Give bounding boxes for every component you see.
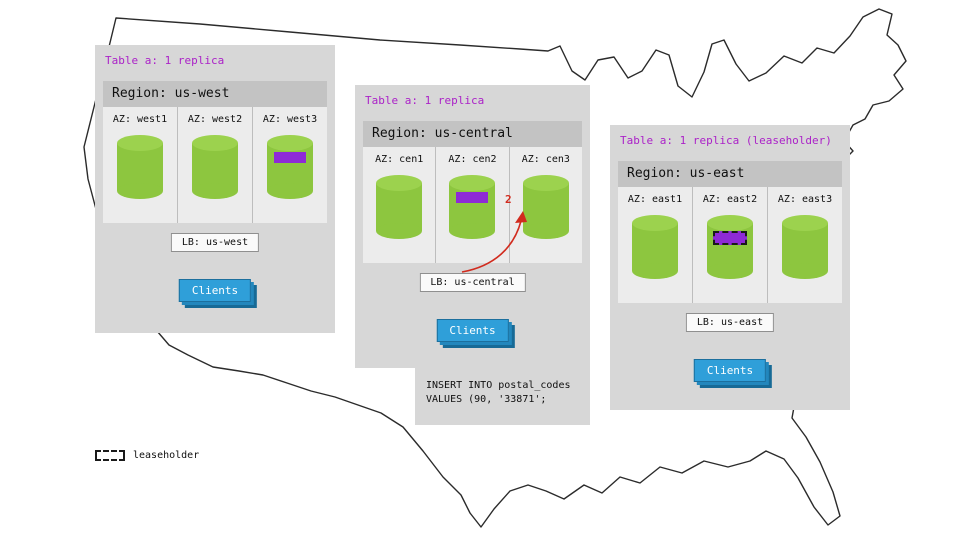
- clients-button-us-west[interactable]: Clients: [178, 279, 252, 302]
- database-cylinder: [707, 215, 753, 279]
- clients-button-us-central[interactable]: Clients: [436, 319, 509, 342]
- database-cylinder: [522, 175, 569, 239]
- sql-annotation: INSERT INTO postal_codes VALUES (90, '33…: [415, 368, 590, 425]
- table-replica-label: Table a: 1 replica: [365, 94, 485, 107]
- database-cylinder: [449, 175, 496, 239]
- az-label: AZ: east1: [627, 194, 683, 205]
- az-cen1: AZ: cen1: [363, 147, 437, 263]
- az-label: AZ: cen2: [448, 154, 497, 165]
- cylinder-top: [267, 135, 313, 151]
- arrow-step-number: 2: [505, 193, 512, 206]
- cylinder-bottom: [449, 223, 496, 239]
- az-label: AZ: east2: [702, 194, 758, 205]
- az-west1: AZ: west1: [103, 107, 178, 223]
- clients-button-us-east[interactable]: Clients: [693, 359, 767, 382]
- database-cylinder: [782, 215, 828, 279]
- sql-line-2: VALUES (90, '33871';: [426, 394, 547, 405]
- az-label: AZ: cen3: [521, 154, 570, 165]
- load-balancer-us-west: LB: us-west: [170, 233, 260, 252]
- cylinder-top: [117, 135, 163, 151]
- leaseholder-replica-band: [713, 231, 747, 245]
- cylinder-bottom: [632, 263, 678, 279]
- region-label: Region: us-central: [363, 121, 582, 147]
- az-label: AZ: west3: [262, 114, 318, 125]
- az-label: AZ: cen1: [375, 154, 424, 165]
- database-cylinder: [117, 135, 163, 199]
- cylinder-bottom: [522, 223, 569, 239]
- leaseholder-legend: leaseholder: [95, 450, 199, 461]
- cylinder-top: [522, 175, 569, 191]
- cylinder-top: [707, 215, 753, 231]
- az-east1: AZ: east1: [618, 187, 693, 303]
- panel-us-west: Table a: 1 replica Region: us-west AZ: w…: [95, 45, 335, 333]
- az-label: AZ: west2: [187, 114, 243, 125]
- az-area: AZ: east1 AZ: east2 AZ: east3: [618, 187, 842, 303]
- cylinder-bottom: [782, 263, 828, 279]
- az-cen3: AZ: cen3: [510, 147, 582, 263]
- load-balancer-us-east: LB: us-east: [685, 313, 775, 332]
- az-west3: AZ: west3: [253, 107, 327, 223]
- database-cylinder: [376, 175, 423, 239]
- az-area: AZ: west1 AZ: west2 AZ: west3: [103, 107, 327, 223]
- cylinder-bottom: [707, 263, 753, 279]
- cylinder-bottom: [192, 183, 238, 199]
- database-cylinder: [632, 215, 678, 279]
- cylinder-top: [632, 215, 678, 231]
- cylinder-top: [192, 135, 238, 151]
- cylinder-bottom: [376, 223, 423, 239]
- leaseholder-swatch: [95, 450, 125, 461]
- leaseholder-legend-label: leaseholder: [133, 450, 200, 461]
- database-cylinder: [267, 135, 313, 199]
- region-label: Region: us-west: [103, 81, 327, 107]
- panel-us-central: Table a: 1 replica Region: us-central AZ…: [355, 85, 590, 368]
- table-replica-leaseholder-label: Table a: 1 replica (leaseholder): [620, 134, 832, 147]
- az-label: AZ: east3: [777, 194, 833, 205]
- az-west2: AZ: west2: [178, 107, 253, 223]
- panel-us-east: Table a: 1 replica (leaseholder) Region:…: [610, 125, 850, 410]
- replica-band: [274, 152, 306, 163]
- cylinder-top: [782, 215, 828, 231]
- load-balancer-us-central: LB: us-central: [419, 273, 526, 292]
- az-label: AZ: west1: [112, 114, 168, 125]
- az-cen2: AZ: cen2: [436, 147, 510, 263]
- az-east2: AZ: east2: [693, 187, 768, 303]
- table-replica-label: Table a: 1 replica: [105, 54, 225, 67]
- sql-line-1: INSERT INTO postal_codes: [426, 380, 571, 391]
- cylinder-bottom: [117, 183, 163, 199]
- az-east3: AZ: east3: [768, 187, 842, 303]
- database-cylinder: [192, 135, 238, 199]
- cylinder-top: [376, 175, 423, 191]
- cylinder-bottom: [267, 183, 313, 199]
- region-label: Region: us-east: [618, 161, 842, 187]
- replica-band: [456, 192, 489, 203]
- az-area: AZ: cen1 AZ: cen2 AZ: cen3: [363, 147, 582, 263]
